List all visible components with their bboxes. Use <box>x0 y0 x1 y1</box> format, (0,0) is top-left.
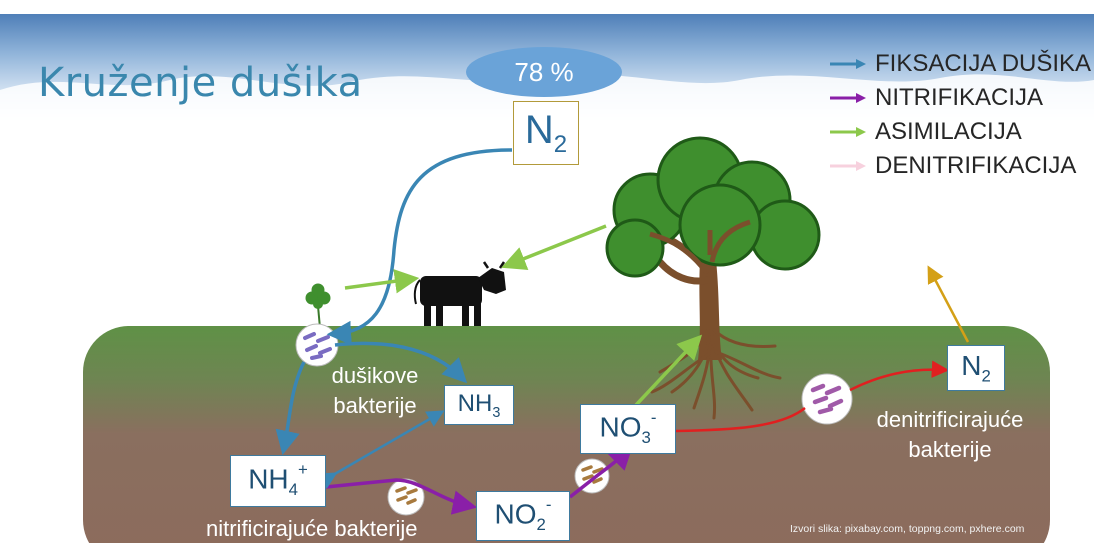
legend-arrow-nitrification-icon <box>830 93 866 103</box>
nitrogen-bacteria-caption-line2: bakterije <box>333 393 417 418</box>
nh4-sup: + <box>297 460 308 480</box>
legend-label-denitrification: DENITRIFIKACIJA <box>875 152 1077 179</box>
legend-arrow-denitrification-icon <box>830 161 866 171</box>
denitrifying-bacteria-caption: denitrificirajuće bakterije <box>860 405 1040 465</box>
cow-icon <box>413 261 506 326</box>
tree-icon <box>605 136 821 420</box>
n2-soil-base: N <box>961 349 982 381</box>
legend-label-fixation: FIKSACIJA DUŠIKA <box>875 50 1092 77</box>
no3-sup: - <box>650 408 657 428</box>
denitrifying-bacteria-caption-line2: bakterije <box>908 437 992 462</box>
no2-formula: NO2- <box>494 495 552 535</box>
nitrogen-bacteria-caption-line1: dušikove <box>331 363 419 388</box>
n2-soil-box: N2 <box>947 345 1005 391</box>
n2-soil-sub: 2 <box>981 366 991 386</box>
legend-label-assimilation: ASIMILACIJA <box>875 118 1022 145</box>
legend-arrow-fixation-icon <box>830 59 866 69</box>
nitrifying-bacteria-caption: nitrificirajuće bakterije <box>206 514 486 544</box>
nitrogen-release-arrow <box>927 265 970 343</box>
atmosphere-percent: 78 % <box>514 57 574 87</box>
clover-icon <box>305 283 331 329</box>
fixation-arrows <box>275 148 513 456</box>
legend-arrow-assimilation-icon <box>830 127 866 137</box>
no3-formula: NO3- <box>599 408 657 448</box>
denitrification-arrow <box>675 360 950 433</box>
no2-sub: 2 <box>536 514 546 534</box>
no3-box: NO3- <box>580 404 676 454</box>
assimilation-arrows <box>344 224 703 407</box>
bacteria-icon-denitrifying <box>801 373 853 425</box>
nh3-sub: 3 <box>492 404 501 421</box>
n2-air-box: N2 <box>513 101 579 165</box>
n2-air-sub: 2 <box>553 130 568 158</box>
no2-box: NO2- <box>476 491 570 541</box>
no3-base: NO <box>599 410 642 442</box>
nh3-base: NH <box>457 389 493 417</box>
page-title: Kruženje dušika <box>38 60 363 106</box>
n2-air-base: N <box>524 107 554 152</box>
no2-base: NO <box>494 497 537 529</box>
atmosphere-ellipse <box>466 47 622 97</box>
nitrifying-bacteria-caption-text: nitrificirajuće bakterije <box>206 516 418 541</box>
nh4-nh3-exchange-arrow <box>318 410 445 489</box>
image-source-note: Izvori slika: pixabay.com, toppng.com, p… <box>790 523 1025 535</box>
no3-sub: 3 <box>641 427 651 447</box>
bacteria-icon-nitrogen-fixing <box>295 323 339 367</box>
no2-sup: - <box>545 495 552 515</box>
n2-air-formula: N2 <box>525 108 567 159</box>
nh3-formula: NH3 <box>458 390 501 421</box>
nh4-base: NH <box>248 462 289 494</box>
n2-soil-formula: N2 <box>961 350 991 387</box>
nh4-formula: NH4+ <box>248 460 308 500</box>
legend-label-nitrification: NITRIFIKACIJA <box>875 84 1044 111</box>
nh4-sub: 4 <box>288 479 298 499</box>
nh3-box: NH3 <box>444 385 514 425</box>
denitrifying-bacteria-caption-line1: denitrificirajuće <box>876 407 1024 432</box>
nitrogen-bacteria-caption: dušikove bakterije <box>310 361 440 421</box>
nh4-box: NH4+ <box>230 455 326 507</box>
